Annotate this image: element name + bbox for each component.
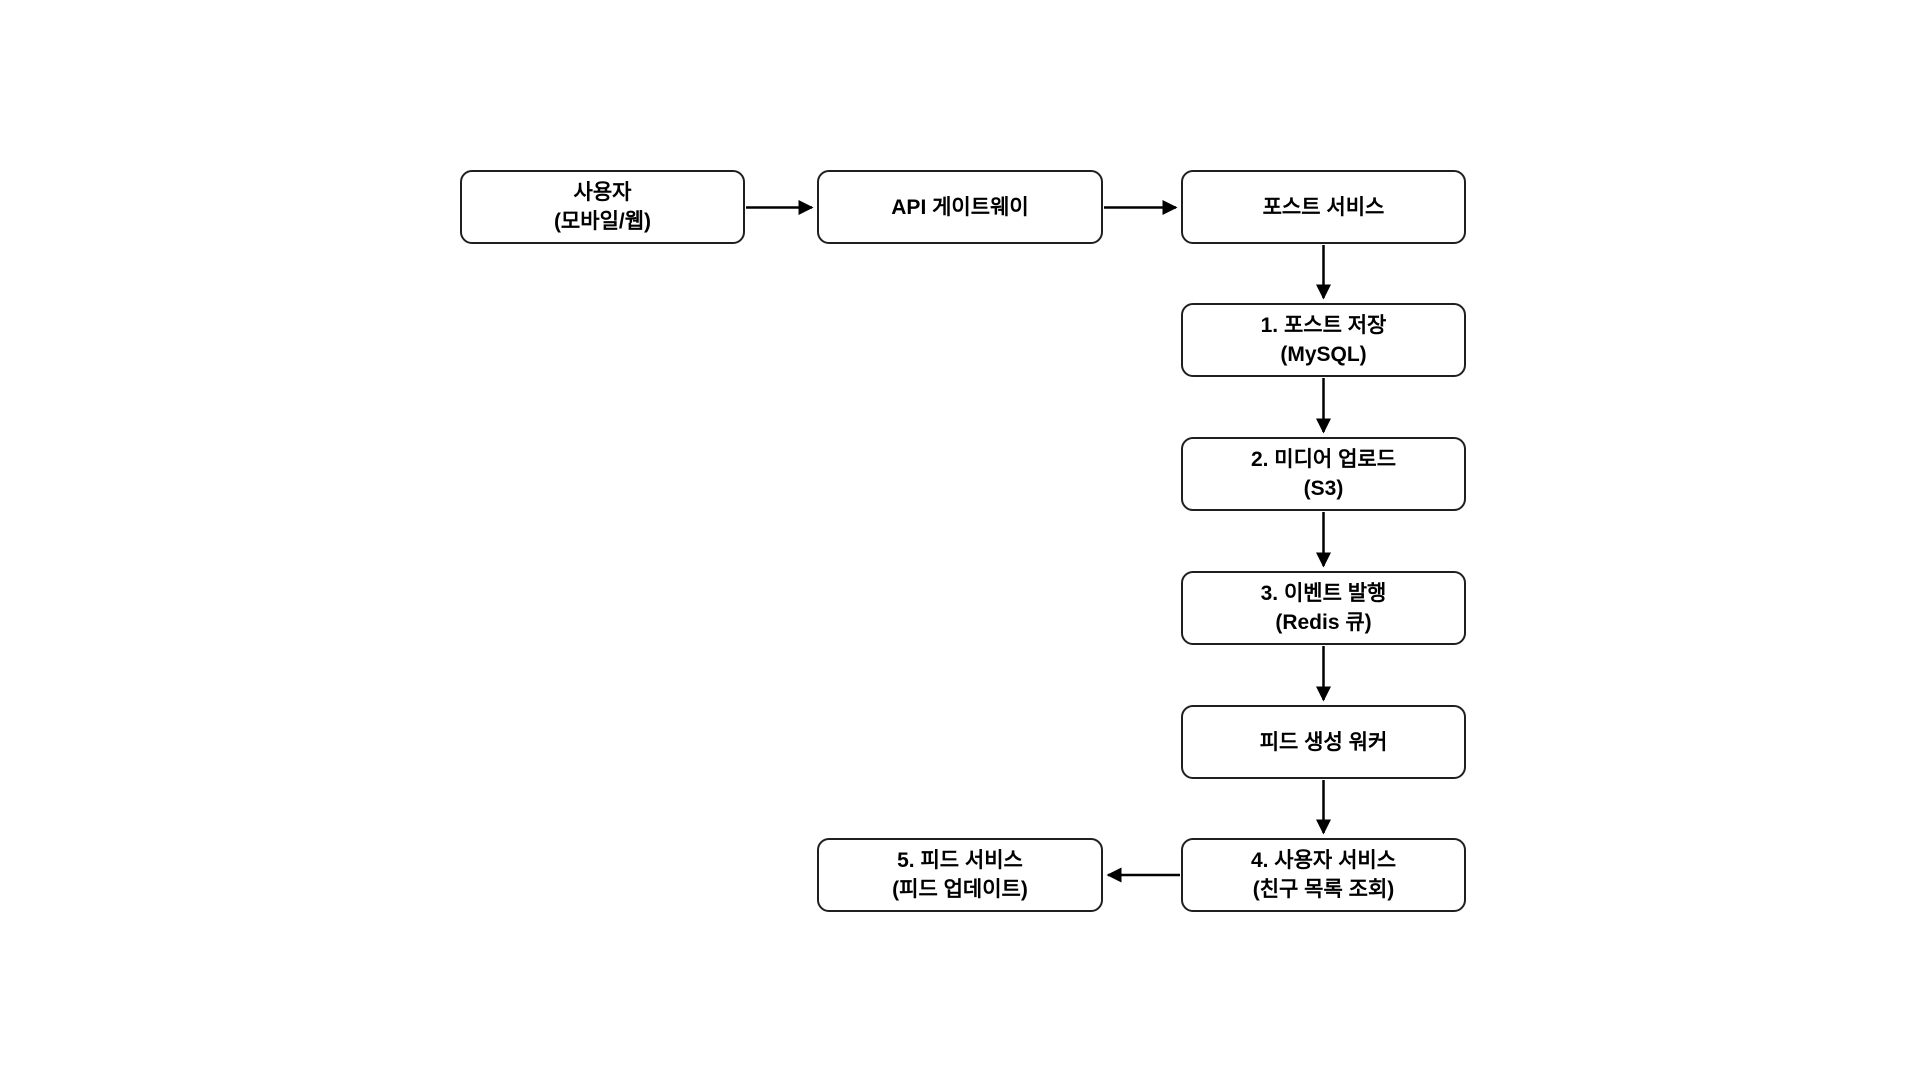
- node-step3-event-publish: 3. 이벤트 발행 (Redis 큐): [1181, 571, 1466, 645]
- node-step1-save-post: 1. 포스트 저장 (MySQL): [1181, 303, 1466, 377]
- node-label: 포스트 서비스: [1262, 195, 1385, 219]
- node-sublabel: (MySQL): [1280, 343, 1367, 366]
- node-step4-user-service: 4. 사용자 서비스 (친구 목록 조회): [1181, 838, 1466, 912]
- node-feed-worker: 피드 생성 워커: [1181, 705, 1466, 779]
- node-label: 사용자: [573, 181, 632, 204]
- node-label: API 게이트웨이: [891, 195, 1029, 219]
- node-label: 5. 피드 서비스: [897, 849, 1023, 872]
- node-api-gateway: API 게이트웨이: [817, 170, 1103, 244]
- node-sublabel: (Redis 큐): [1275, 611, 1372, 634]
- node-sublabel: (피드 업데이트): [892, 878, 1028, 901]
- node-label: 4. 사용자 서비스: [1250, 849, 1397, 872]
- node-label: 1. 포스트 저장: [1260, 314, 1387, 337]
- node-step2-media-upload: 2. 미디어 업로드 (S3): [1181, 437, 1466, 511]
- node-user: 사용자 (모바일/웹): [460, 170, 745, 244]
- node-sublabel: (친구 목록 조회): [1252, 878, 1395, 901]
- node-label: 피드 생성 워커: [1259, 730, 1388, 754]
- node-step5-feed-service: 5. 피드 서비스 (피드 업데이트): [817, 838, 1103, 912]
- node-sublabel: (S3): [1303, 477, 1344, 500]
- node-sublabel: (모바일/웹): [553, 210, 652, 233]
- node-label: 2. 미디어 업로드: [1250, 448, 1397, 471]
- node-post-service: 포스트 서비스: [1181, 170, 1466, 244]
- node-label: 3. 이벤트 발행: [1260, 582, 1387, 605]
